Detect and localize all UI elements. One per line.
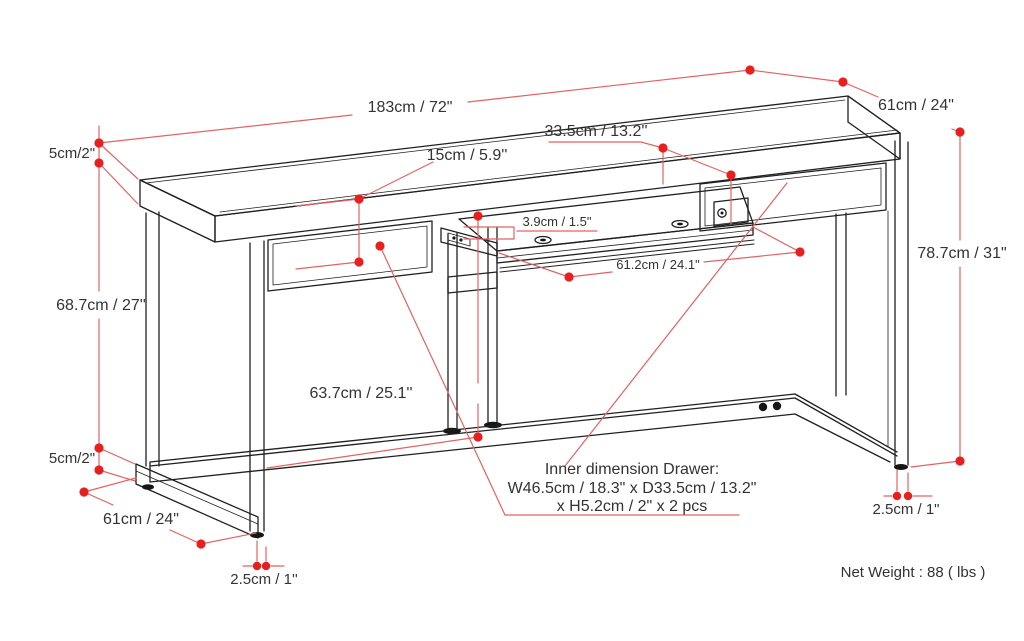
label-leg-thickness-right: 2.5cm / 1" bbox=[872, 501, 939, 518]
left-leg-glide bbox=[250, 532, 264, 538]
right-front-leg bbox=[894, 140, 909, 466]
label-base-rail-height: 5cm/2" bbox=[49, 450, 95, 467]
label-total-height: 78.7cm / 31" bbox=[917, 245, 1006, 262]
keyboard-tray-front bbox=[496, 222, 754, 264]
desktop-top-face bbox=[139, 95, 901, 217]
label-top-depth: 61cm / 24" bbox=[878, 97, 954, 114]
right-foot bbox=[794, 393, 898, 463]
desk-drawing bbox=[135, 95, 909, 539]
left-foot bbox=[135, 463, 259, 539]
bottom-rail bbox=[149, 393, 796, 483]
drawer-note-line2: W46.5cm / 18.3" x D33.5cm / 13.2" bbox=[508, 480, 757, 497]
label-underdesk-height: 68.7cm / 27'' bbox=[56, 297, 146, 314]
label-apron-height: 15cm / 5.9'' bbox=[427, 147, 508, 164]
label-leg-thickness-bottom: 2.5cm / 1'' bbox=[230, 571, 298, 588]
right-drawer-front bbox=[699, 162, 887, 232]
label-tray-thickness: 3.9cm / 1.5" bbox=[523, 214, 592, 229]
right-leg-glide bbox=[894, 464, 908, 470]
left-back-leg bbox=[145, 211, 160, 467]
label-tray-depth: 33.5cm / 13.2'' bbox=[544, 123, 647, 140]
left-foot-glide bbox=[142, 484, 154, 490]
left-front-leg bbox=[249, 240, 265, 532]
label-top-width: 183cm / 72" bbox=[368, 99, 453, 116]
label-tray-width: 61.2cm / 24.1" bbox=[616, 257, 700, 272]
dimension-lines bbox=[83, 69, 961, 567]
tray-clip bbox=[534, 219, 689, 245]
desktop-right-end bbox=[847, 95, 901, 160]
dimension-dots bbox=[79, 65, 965, 571]
net-weight: Net Weight : 88 ( lbs ) bbox=[841, 564, 986, 581]
label-top-thickness: 5cm/2" bbox=[49, 145, 95, 162]
left-drawer-front bbox=[267, 220, 433, 292]
label-base-depth: 61cm / 24" bbox=[103, 511, 179, 528]
center-crossbar bbox=[447, 271, 498, 294]
rail-hole bbox=[772, 401, 782, 411]
tray-right-slide bbox=[713, 197, 749, 227]
desktop-left-end bbox=[139, 179, 216, 243]
label-clearance-height: 63.7cm / 25.1'' bbox=[309, 385, 412, 402]
drawer-note-line1: Inner dimension Drawer: bbox=[545, 461, 719, 478]
rail-hole bbox=[758, 402, 768, 412]
keyboard-tray-top bbox=[458, 186, 754, 252]
drawer-note-line3: x H5.2cm / 2" x 2 pcs bbox=[557, 498, 708, 515]
right-back-leg bbox=[835, 212, 847, 397]
dimension-labels: 183cm / 72" 61cm / 24" 5cm/2" 33.5cm / 1… bbox=[49, 97, 1007, 588]
center-posts bbox=[447, 226, 498, 431]
drawer-note: Inner dimension Drawer: W46.5cm / 18.3" … bbox=[508, 461, 757, 515]
